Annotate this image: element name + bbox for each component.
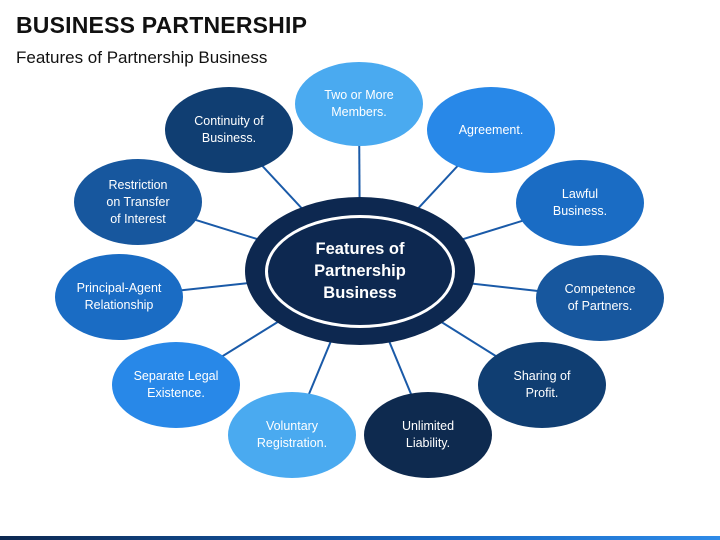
feature-bubble-continuity-of-business: Continuity of Business. bbox=[165, 87, 293, 173]
feature-bubble-unlimited-liability: Unlimited Liability. bbox=[364, 392, 492, 478]
page-subtitle: Features of Partnership Business bbox=[16, 48, 268, 67]
feature-bubble-two-or-more-members: Two or More Members. bbox=[295, 62, 423, 146]
center-hub-label: Features of Partnership Business bbox=[265, 214, 455, 328]
feature-bubble-separate-legal-existence: Separate Legal Existence. bbox=[112, 342, 240, 428]
feature-bubble-voluntary-registration: Voluntary Registration. bbox=[228, 392, 356, 478]
page-title: BUSINESS PARTNERSHIP bbox=[16, 12, 308, 38]
feature-bubble-restriction-on-transfer: Restriction on Transfer of Interest bbox=[74, 159, 202, 245]
feature-bubble-competence-of-partners: Competence of Partners. bbox=[536, 255, 664, 341]
feature-bubble-sharing-of-profit: Sharing of Profit. bbox=[478, 342, 606, 428]
feature-bubble-agreement: Agreement. bbox=[427, 87, 555, 173]
center-hub: Features of Partnership Business bbox=[245, 197, 475, 345]
feature-bubble-principal-agent-relationship: Principal-Agent Relationship bbox=[55, 254, 183, 340]
feature-bubble-lawful-business: Lawful Business. bbox=[516, 160, 644, 246]
bottom-accent-bar bbox=[0, 536, 720, 540]
